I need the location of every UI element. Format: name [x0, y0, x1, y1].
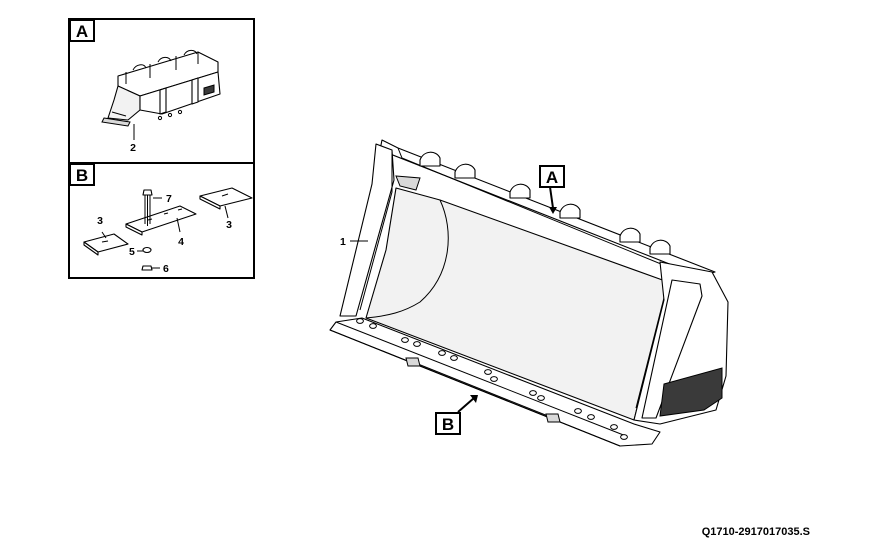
bolt-part-7 — [142, 189, 153, 226]
edge-bolts — [356, 318, 628, 440]
detail-a-bucket-illustration — [101, 49, 221, 127]
side-cutout — [659, 367, 723, 417]
view-marker-a: A — [539, 165, 565, 214]
callout-3-right: 3 — [226, 219, 232, 231]
detail-b-letter: B — [76, 166, 88, 185]
detail-a-panel: A 2 — [68, 18, 255, 164]
view-marker-b-letter: B — [442, 415, 454, 434]
main-bucket-illustration — [329, 139, 729, 447]
nut-part-6 — [141, 265, 153, 271]
callout-1: 1 — [340, 236, 346, 248]
view-marker-a-letter: A — [546, 168, 558, 187]
detail-a-label-box — [69, 19, 95, 42]
washer-part-5 — [142, 246, 152, 254]
callout-4: 4 — [178, 236, 184, 248]
detail-b-frame — [68, 162, 255, 279]
callout-6: 6 — [163, 263, 169, 275]
callout-7: 7 — [166, 193, 172, 205]
detail-b-panel: B 7 3 3 4 5 6 — [68, 162, 255, 279]
callout-2: 2 — [130, 142, 136, 154]
detail-b-label-box — [69, 163, 95, 186]
callout-5: 5 — [129, 246, 135, 258]
figure-code: Q1710-2917017035.S — [702, 526, 810, 538]
callout-3-left: 3 — [97, 215, 103, 227]
view-marker-b: B — [435, 395, 478, 435]
detail-a-letter: A — [76, 22, 88, 41]
cutting-edge-segment — [125, 205, 197, 233]
